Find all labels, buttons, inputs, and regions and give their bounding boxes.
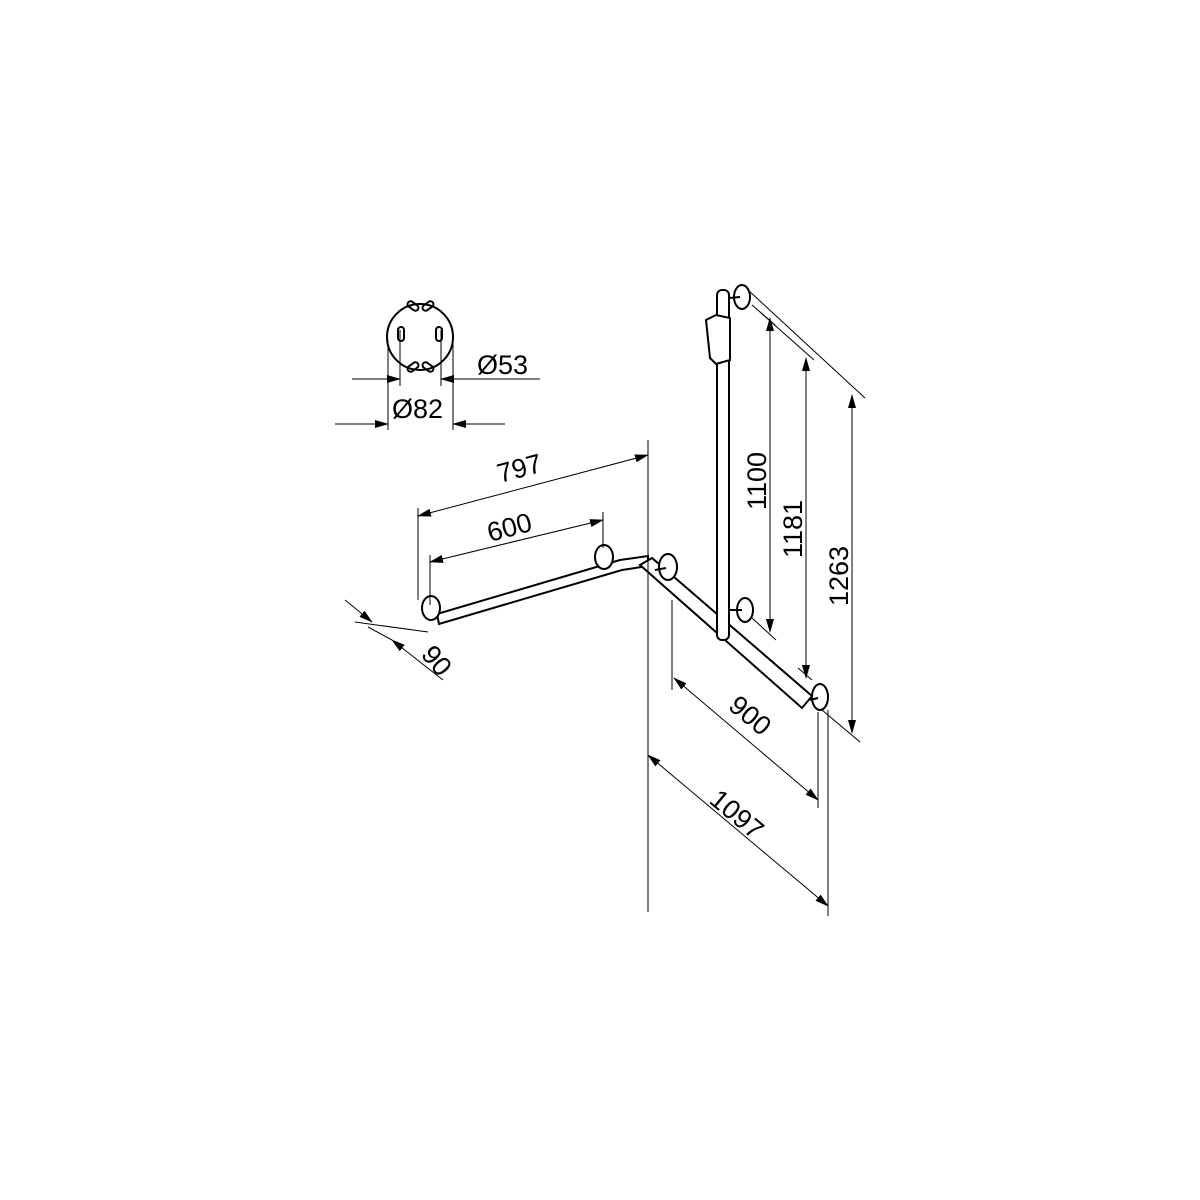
rosette-detail: Ø53 Ø82 xyxy=(335,300,540,430)
dimension-1181: 1181 xyxy=(759,311,815,681)
vertical-rail xyxy=(716,289,730,641)
dimension-d82: Ø82 xyxy=(335,340,505,430)
dimension-label-600: 600 xyxy=(484,507,535,548)
dimension-label-d53: Ø53 xyxy=(477,350,528,380)
dimension-label-d82: Ø82 xyxy=(392,394,443,424)
shower-head-slider xyxy=(704,313,731,366)
dimension-label-1097: 1097 xyxy=(704,784,769,846)
dimension-label-90: 90 xyxy=(415,640,457,682)
wall-rosettes xyxy=(421,284,829,711)
dimension-d53: Ø53 xyxy=(352,330,540,386)
rosette-slots xyxy=(397,300,443,373)
dimension-label-1100: 1100 xyxy=(742,452,772,510)
rosette-circle xyxy=(386,303,454,371)
horizontal-rail xyxy=(435,554,649,626)
dimension-1097: 1097 xyxy=(647,710,829,916)
dimension-label-900: 900 xyxy=(723,690,777,742)
dimension-label-1181: 1181 xyxy=(778,500,808,558)
grab-bar xyxy=(421,284,829,711)
dimension-label-1263: 1263 xyxy=(824,546,854,606)
dimension-1263: 1263 xyxy=(747,289,866,743)
dimension-1100: 1100 xyxy=(742,304,777,641)
dimension-797: 797 xyxy=(417,440,649,912)
dimension-label-797: 797 xyxy=(494,448,545,489)
